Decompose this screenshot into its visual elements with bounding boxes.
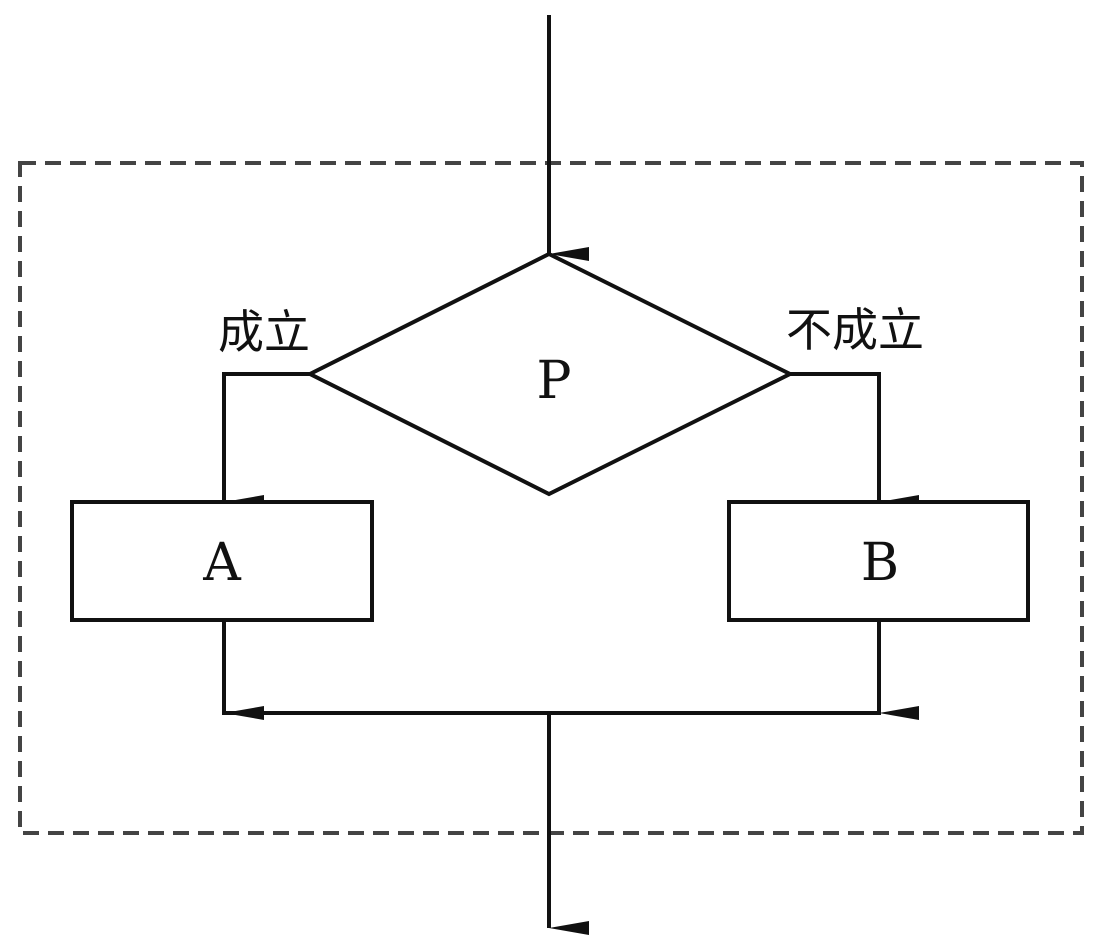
process-box-b-label: B [861,533,899,593]
true-branch-arrow [222,372,310,509]
true-branch-label: 成立 [218,305,310,359]
false-branch-arrow [790,372,919,509]
process-box-a-label: A [202,533,242,593]
false-branch-label: 不成立 [786,303,924,357]
process-box-a [70,500,374,622]
condition-label: P [537,351,572,411]
condition-diamond [305,251,795,497]
